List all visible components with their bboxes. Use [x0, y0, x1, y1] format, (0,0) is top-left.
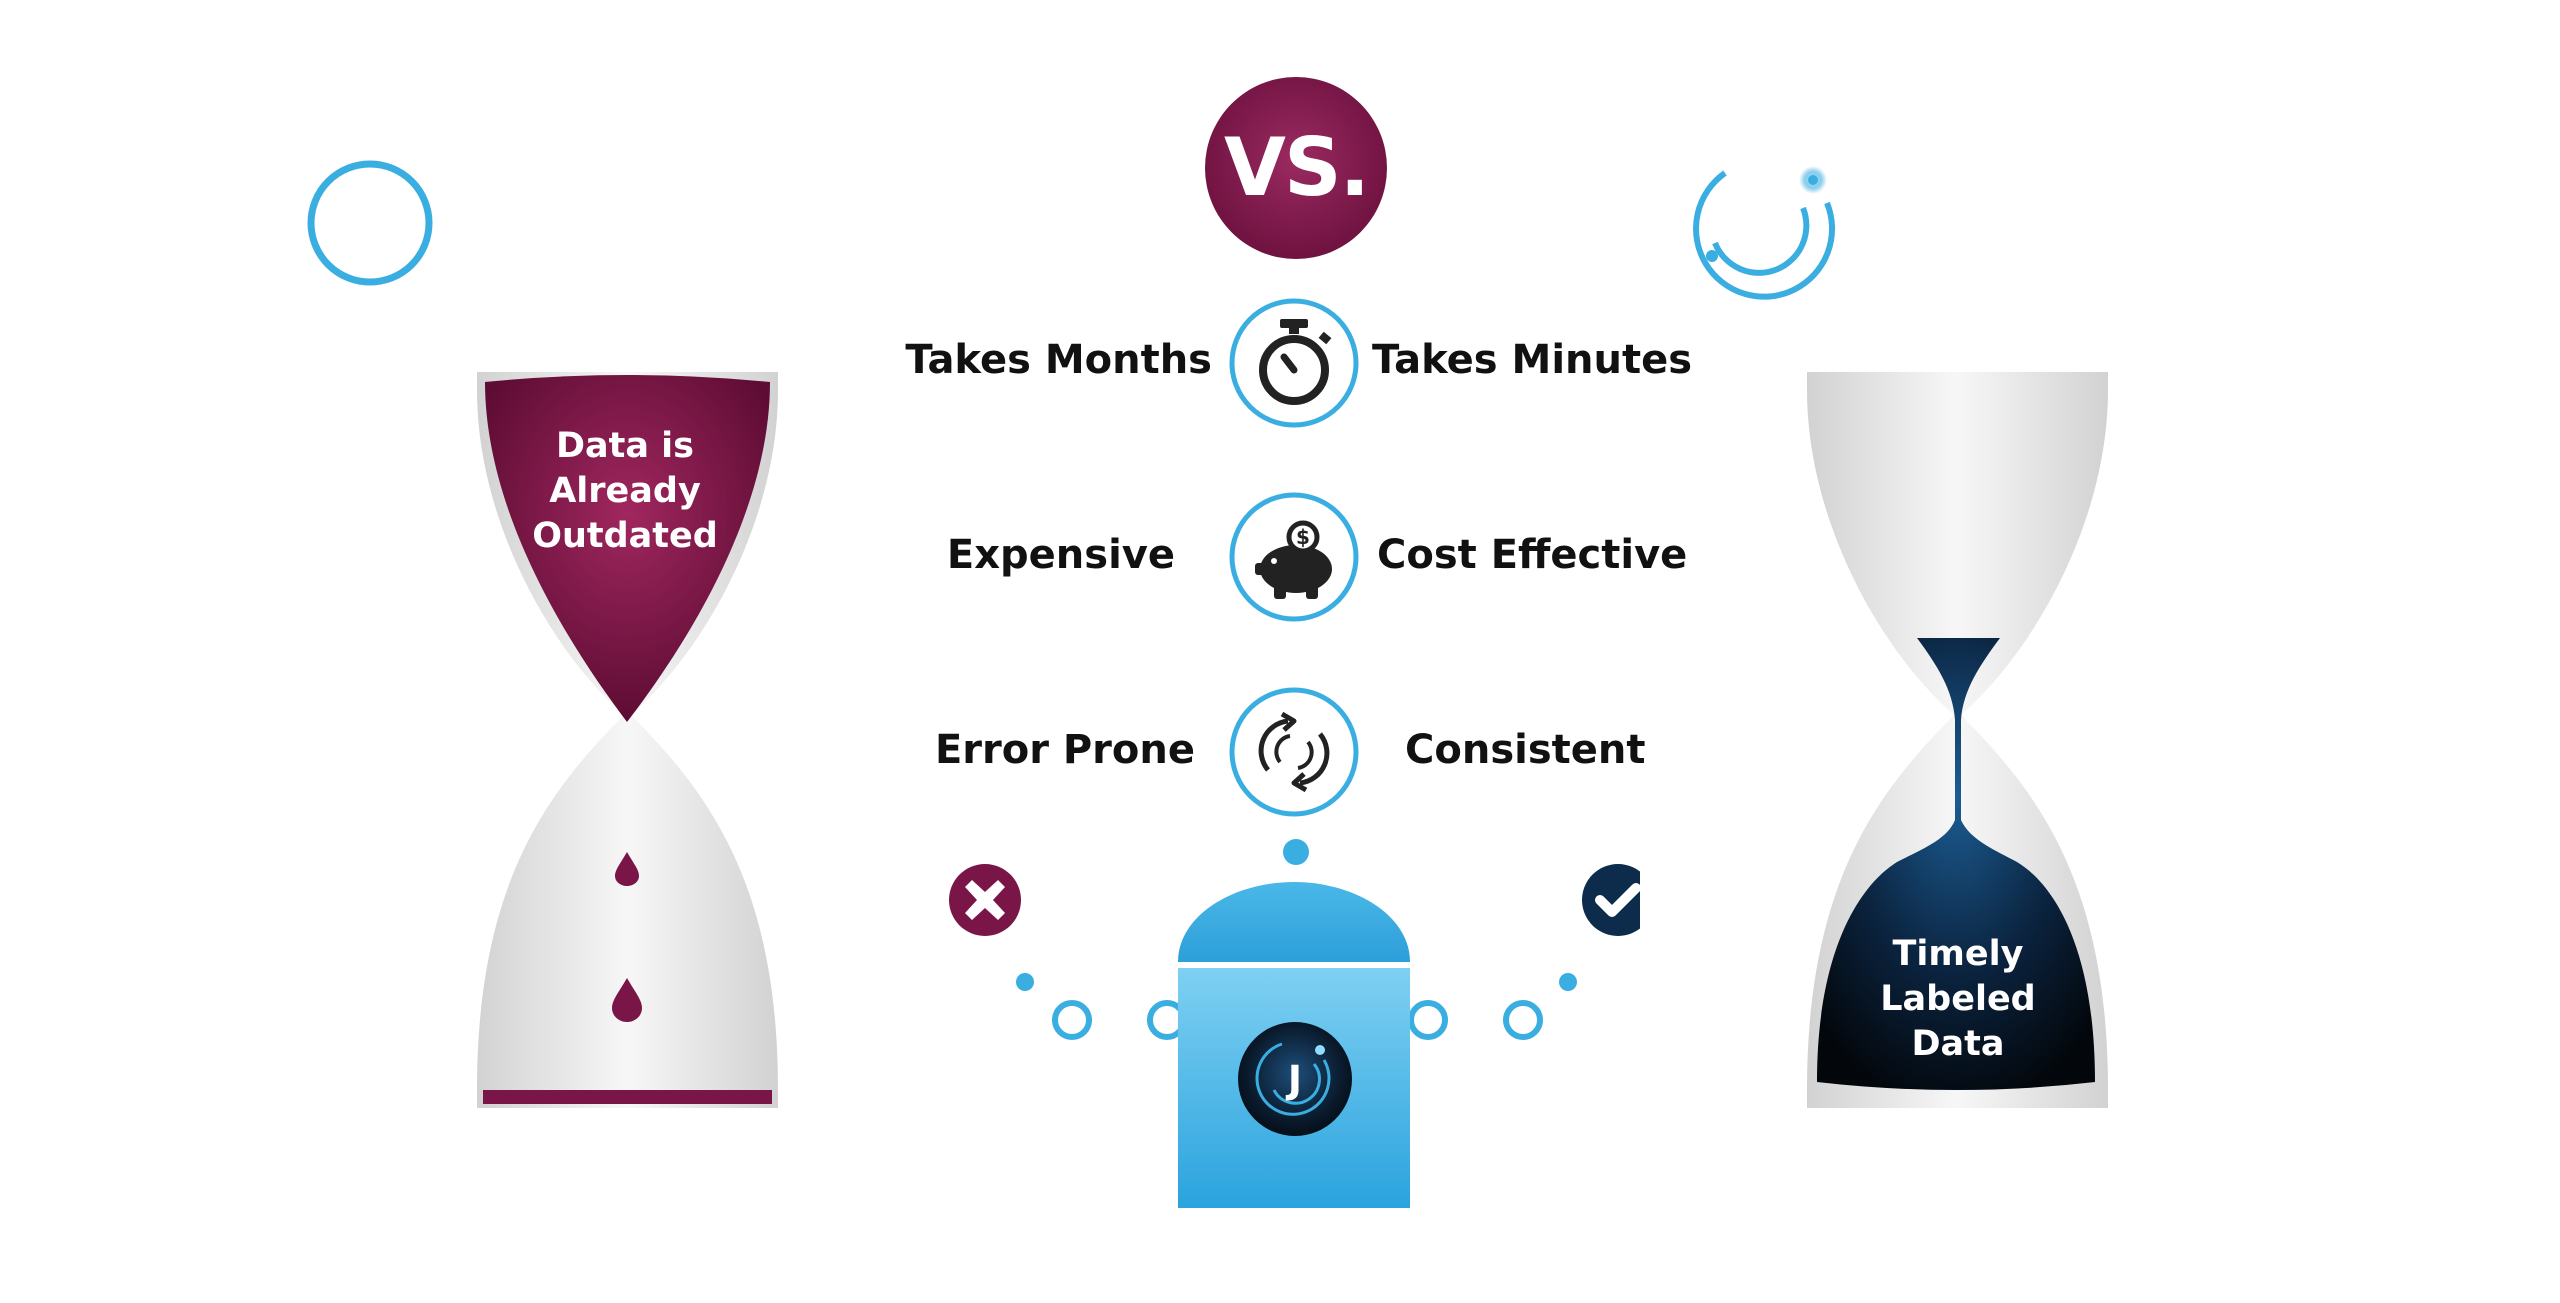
piggy-bank-icon: $ — [1229, 492, 1359, 622]
refresh-cycle-icon — [1229, 687, 1359, 817]
comparison-right-label-2: Cost Effective — [1377, 532, 1688, 578]
right-hourglass — [1807, 372, 2108, 1108]
comparison-left-label-3: Error Prone — [934, 727, 1195, 773]
check-mark-icon — [1582, 864, 1640, 936]
stopwatch-icon — [1229, 298, 1359, 428]
left-hourglass-line-2: Already — [549, 471, 701, 511]
right-hourglass-line-3: Data — [1911, 1024, 2005, 1064]
logo-letter: J — [1285, 1058, 1302, 1102]
svg-text:$: $ — [1296, 525, 1310, 549]
comparison-right-label-1: Takes Minutes — [1372, 337, 1693, 383]
vs-text: VS. — [1224, 121, 1370, 214]
ring-decoration-left — [307, 160, 433, 286]
orbit-ring-decoration-right — [1693, 166, 1836, 300]
left-hourglass-line-3: Outdated — [532, 516, 718, 556]
center-logo: J — [1238, 1022, 1352, 1136]
processing-box — [1178, 882, 1410, 1208]
right-hourglass-line-2: Labeled — [1880, 979, 2036, 1019]
left-hourglass-line-1: Data is — [555, 426, 695, 466]
right-hourglass-label: Timely Labeled Data — [1838, 932, 2078, 1067]
left-hourglass-label: Data is Already Outdated — [505, 424, 745, 559]
x-mark-icon — [949, 864, 1021, 936]
process-connector-diagram — [949, 839, 1640, 1040]
vs-badge: VS. — [1205, 77, 1387, 259]
right-hourglass-line-1: Timely — [1892, 934, 2024, 974]
comparison-left-label-2: Expensive — [946, 532, 1175, 578]
left-hourglass — [477, 372, 778, 1108]
comparison-right-label-3: Consistent — [1405, 727, 1646, 773]
comparison-left-label-1: Takes Months — [905, 337, 1212, 383]
